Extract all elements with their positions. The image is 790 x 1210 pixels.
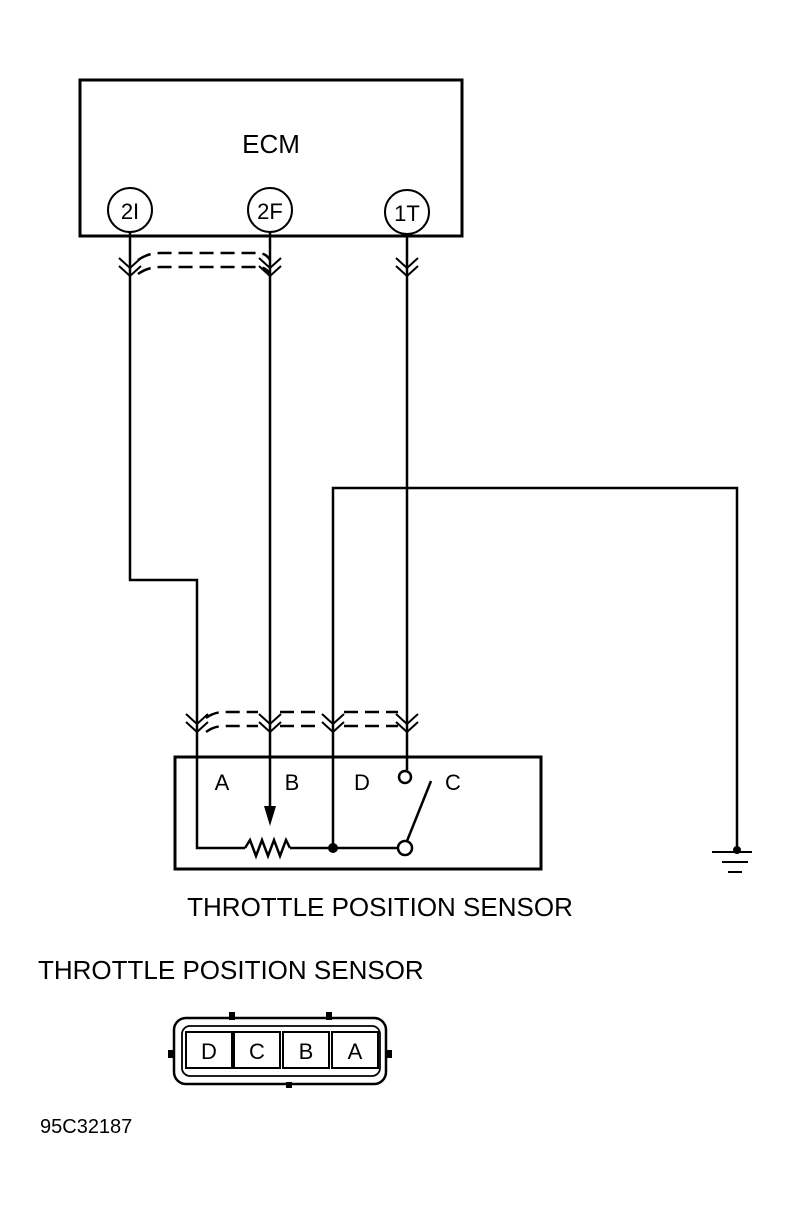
connector-title: THROTTLE POSITION SENSOR — [38, 955, 424, 985]
ecm-terminal-1t: 1T — [384, 189, 430, 235]
pin-label: B — [299, 1039, 314, 1064]
variable-resistor-icon — [243, 836, 292, 860]
connector-pin-b: B — [282, 1031, 330, 1069]
ground-lines — [712, 851, 752, 873]
terminal-label: 1T — [394, 201, 420, 226]
pin-cell — [282, 1031, 330, 1069]
shield-dashed-line — [137, 251, 272, 262]
sensor-terminal-b: B — [285, 770, 300, 795]
sensor-terminal-c: C — [445, 770, 461, 795]
figure-id: 95C32187 — [40, 1116, 132, 1138]
pin-label: C — [249, 1039, 265, 1064]
lower-connector — [185, 710, 419, 734]
sensor-terminal-d: D — [354, 770, 370, 795]
sensor-module: A B D C — [173, 755, 543, 871]
connector-key — [326, 1012, 332, 1020]
wire-ground — [331, 486, 739, 850]
sensor-box — [173, 755, 543, 871]
wiper-arrow-icon — [264, 806, 276, 826]
connector-key — [286, 1082, 292, 1088]
ecm-label: ECM — [242, 129, 300, 159]
connector-chevron-icon — [395, 713, 419, 734]
junction-dot — [328, 843, 338, 853]
switch-contact-top — [397, 769, 413, 785]
switch-icon — [396, 769, 433, 857]
terminal-label: 2F — [257, 199, 283, 224]
sensor-caption: THROTTLE POSITION SENSOR — [187, 892, 573, 922]
ecm-module: ECM 2I 2F 1T — [78, 78, 464, 238]
ecm-terminal-2i: 2I — [107, 187, 153, 233]
ground-icon — [712, 846, 752, 873]
pin-cell — [331, 1031, 379, 1069]
wires — [128, 232, 739, 850]
shield-dashed-line — [205, 710, 398, 720]
connector-latch — [386, 1050, 392, 1058]
shield-dashed-line — [137, 265, 272, 276]
connector-chevron-icon — [185, 713, 209, 734]
pin-label: D — [201, 1039, 217, 1064]
connector-chevron-icon — [321, 713, 345, 734]
connector-pin-d: D — [185, 1031, 233, 1069]
connector-pin-a: A — [331, 1031, 379, 1069]
connector-key — [229, 1012, 235, 1020]
pin-cell — [233, 1031, 281, 1069]
connector-face: D C B A — [168, 1012, 392, 1088]
shield-dashed-line — [205, 724, 398, 734]
sensor-terminal-a: A — [215, 770, 230, 795]
ecm-terminal-2f: 2F — [247, 187, 293, 233]
switch-lever — [405, 780, 433, 842]
switch-contact-bottom — [396, 839, 414, 857]
pin-label: A — [348, 1039, 363, 1064]
connector-chevron-icon — [258, 713, 282, 734]
connector-inner-shell — [181, 1025, 381, 1077]
pin-cell — [185, 1031, 233, 1069]
connector-pin-c: C — [233, 1031, 281, 1069]
terminal-label: 2I — [121, 199, 139, 224]
wire-2i — [128, 232, 245, 850]
upper-connector — [118, 251, 419, 278]
connector-latch — [168, 1050, 174, 1058]
